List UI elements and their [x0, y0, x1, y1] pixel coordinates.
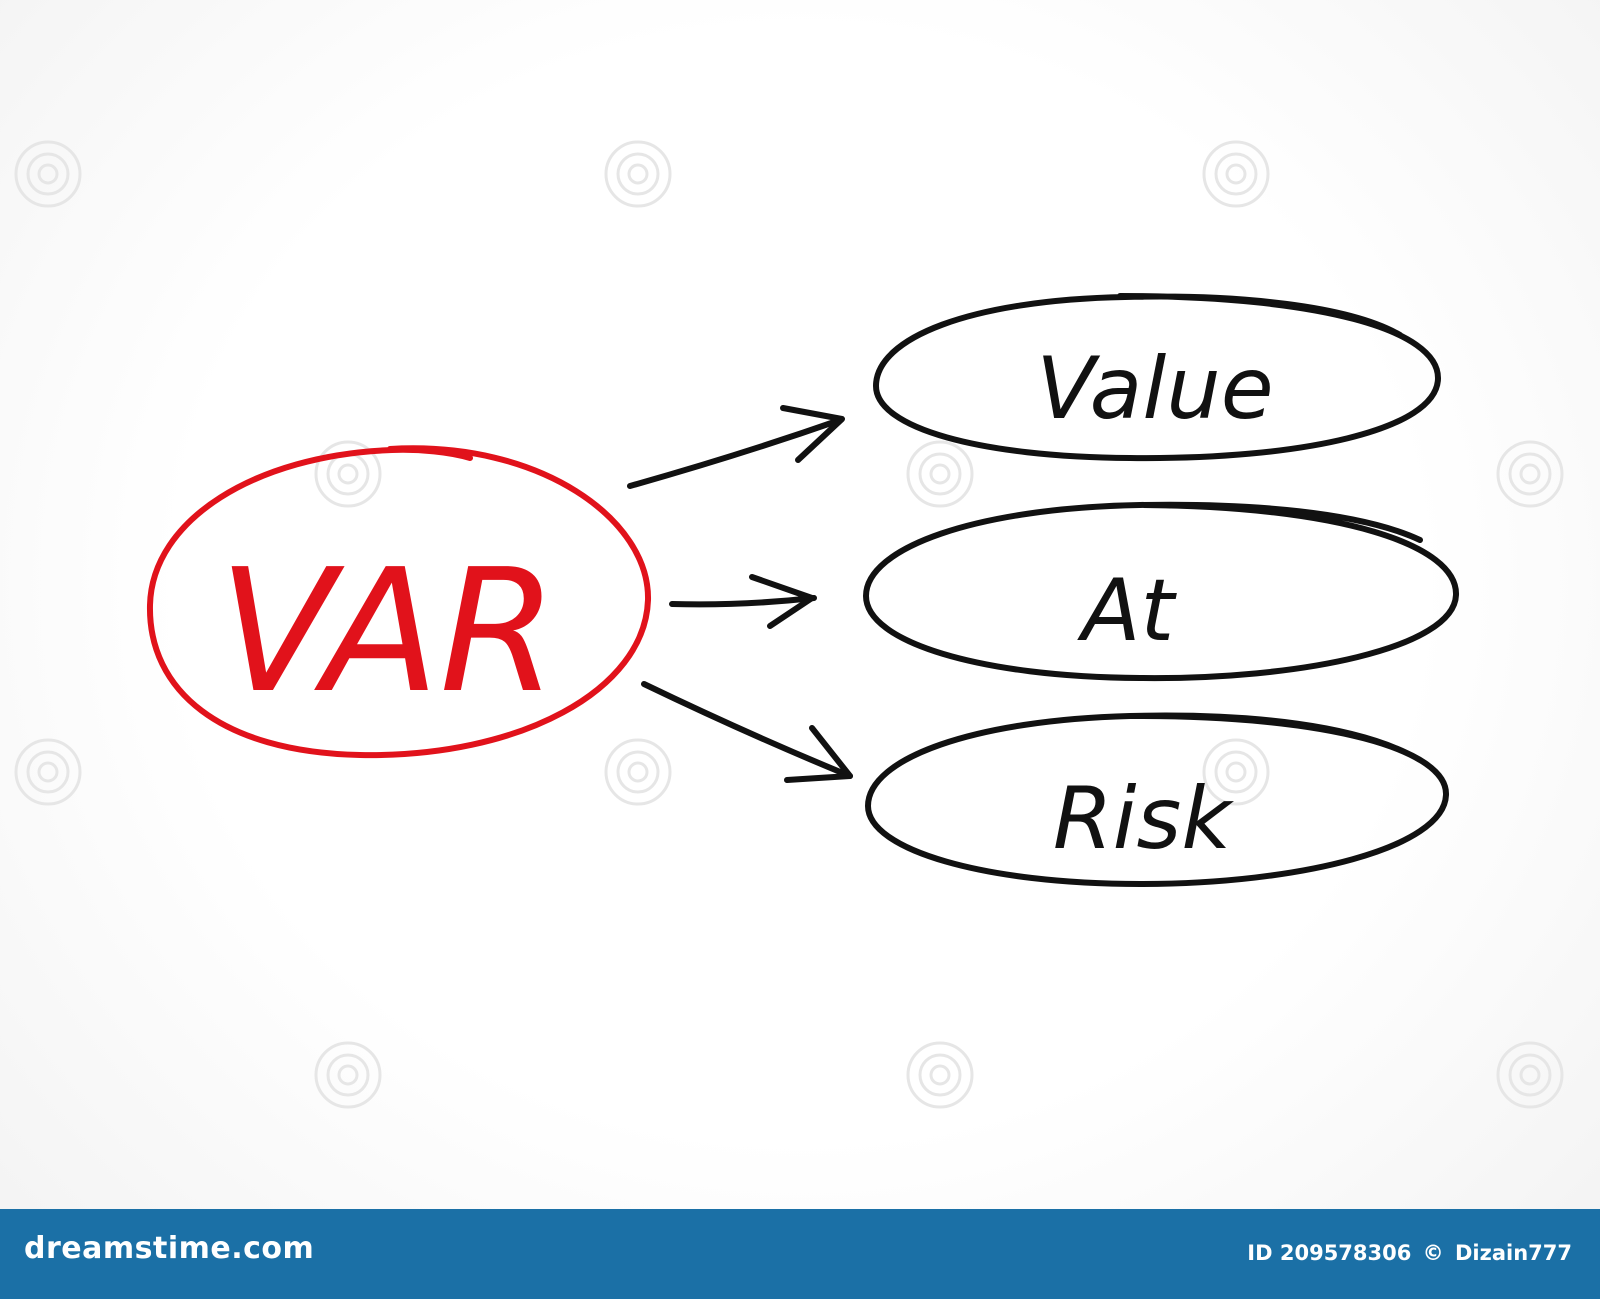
watermark-spiral-icon: [1202, 738, 1270, 806]
stock-site-logo[interactable]: dreamstime.com: [24, 1231, 315, 1266]
watermark-spiral-icon: [314, 1041, 382, 1109]
arrow-shaft: [627, 417, 843, 489]
watermark-spiral-icon: [906, 440, 974, 508]
arrow-head-icon: [749, 574, 815, 629]
author-name: Dizain777: [1454, 1241, 1572, 1265]
acronym-diagram: VAR Value At: [14, 140, 1564, 1109]
target-node-at: At: [862, 501, 1460, 682]
footer-bar: dreamstime.com ID 209578306 © Dizain777: [0, 1209, 1600, 1299]
target-node-risk: Risk: [864, 712, 1450, 888]
copyright-icon: ©: [1422, 1241, 1444, 1265]
image-credit: ID 209578306 © Dizain777: [1247, 1241, 1572, 1265]
arrow-to-risk: [641, 681, 853, 783]
arrow-to-at: [669, 574, 817, 629]
watermark-spiral-icon: [14, 738, 82, 806]
image-id: ID 209578306: [1247, 1241, 1412, 1265]
arrow-to-value: [627, 405, 845, 489]
arrow-head-icon: [780, 405, 845, 463]
target-label: At: [1077, 561, 1178, 661]
watermark-pattern: [14, 140, 1564, 1109]
target-ellipse: [862, 501, 1460, 682]
target-ellipse: [864, 712, 1450, 888]
arrow-shaft: [669, 595, 817, 608]
target-label: Risk: [1053, 769, 1234, 869]
arrow-shaft: [641, 681, 853, 779]
watermark-spiral-icon: [604, 140, 672, 208]
arrow-head-icon: [784, 725, 853, 783]
watermark-spiral-icon: [1496, 1041, 1564, 1109]
watermark-spiral-icon: [14, 140, 82, 208]
arrows: [627, 405, 853, 783]
source-label: VAR: [218, 533, 557, 731]
source-node: VAR: [146, 445, 652, 759]
target-ellipse: [872, 293, 1442, 462]
watermark-spiral-icon: [604, 738, 672, 806]
watermark-spiral-icon: [906, 1041, 974, 1109]
target-node-value: Value: [872, 293, 1442, 462]
target-label: Value: [1036, 339, 1273, 439]
watermark-spiral-icon: [314, 440, 382, 508]
watermark-spiral-icon: [1202, 140, 1270, 208]
source-ellipse: [146, 445, 652, 759]
watermark-spiral-icon: [1496, 440, 1564, 508]
